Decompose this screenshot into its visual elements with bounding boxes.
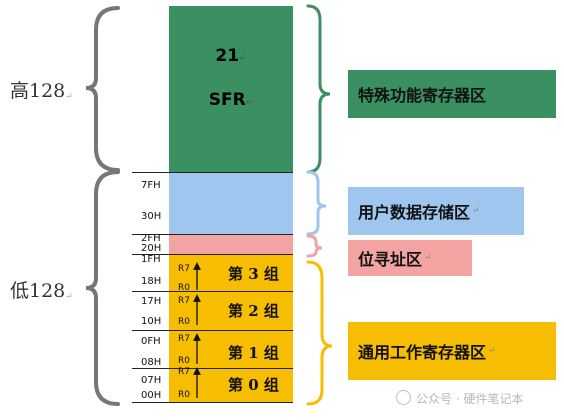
address-label: 30H — [141, 211, 162, 222]
region-box-general: 通用工作寄存器区↵ — [348, 322, 556, 380]
right-brace-bit — [306, 234, 323, 258]
left-brace-low — [85, 170, 120, 406]
address-label: 18H — [141, 276, 162, 287]
divider-line — [132, 368, 293, 369]
address-label: 00H — [141, 390, 162, 401]
general-register-block — [169, 254, 293, 402]
right-brace-general — [306, 260, 333, 406]
region-box-user: 用户数据存储区↵ — [348, 187, 524, 235]
register-label-r7: R7 — [178, 367, 190, 377]
address-label: 07H — [141, 375, 162, 386]
divider-line — [132, 254, 293, 255]
register-label-r0: R0 — [178, 317, 190, 327]
bank-label-3: 第 3 组 — [228, 265, 279, 283]
register-label-r7: R7 — [178, 334, 190, 344]
right-brace-user — [306, 170, 327, 236]
left-brace-high — [85, 6, 120, 172]
register-label-r0: R0 — [178, 283, 190, 293]
user-data-block — [169, 172, 293, 234]
divider-line — [132, 172, 293, 173]
address-label: 20H — [141, 243, 162, 254]
right-brace-sfr — [306, 4, 331, 174]
watermark-text: 公众号 · 硬件笔记本 — [416, 392, 524, 406]
register-label-r7: R7 — [178, 264, 190, 274]
register-label-r0: R0 — [178, 390, 190, 400]
divider-line — [132, 291, 293, 292]
address-label: 1FH — [141, 254, 161, 265]
address-label: 17H — [141, 296, 162, 307]
address-label: 2FH — [141, 233, 161, 244]
bank-label-2: 第 2 组 — [228, 302, 279, 320]
wechat-icon — [396, 390, 411, 405]
address-label: 08H — [141, 357, 162, 368]
label-low-128: 低128↵ — [10, 280, 73, 302]
region-box-sfr: 特殊功能寄存器区 — [348, 70, 556, 118]
bank-label-1: 第 1 组 — [228, 344, 279, 362]
register-label-r7: R7 — [178, 296, 190, 306]
label-high-128: 高128↵ — [10, 80, 73, 102]
sfr-block — [169, 6, 293, 172]
sfr-label: SFR↵ — [208, 90, 254, 110]
address-label: 7FH — [141, 180, 161, 191]
divider-line — [132, 402, 293, 403]
divider-line — [132, 234, 293, 235]
divider-line — [132, 330, 293, 331]
bank-label-0: 第 0 组 — [228, 376, 279, 394]
region-box-bit: 位寻址区↵ — [348, 240, 472, 276]
bit-addressable-block — [169, 234, 293, 254]
sfr-count: 21↵ — [215, 46, 247, 66]
address-label: 0FH — [141, 336, 161, 347]
address-label: 10H — [141, 316, 162, 327]
register-label-r0: R0 — [178, 356, 190, 366]
